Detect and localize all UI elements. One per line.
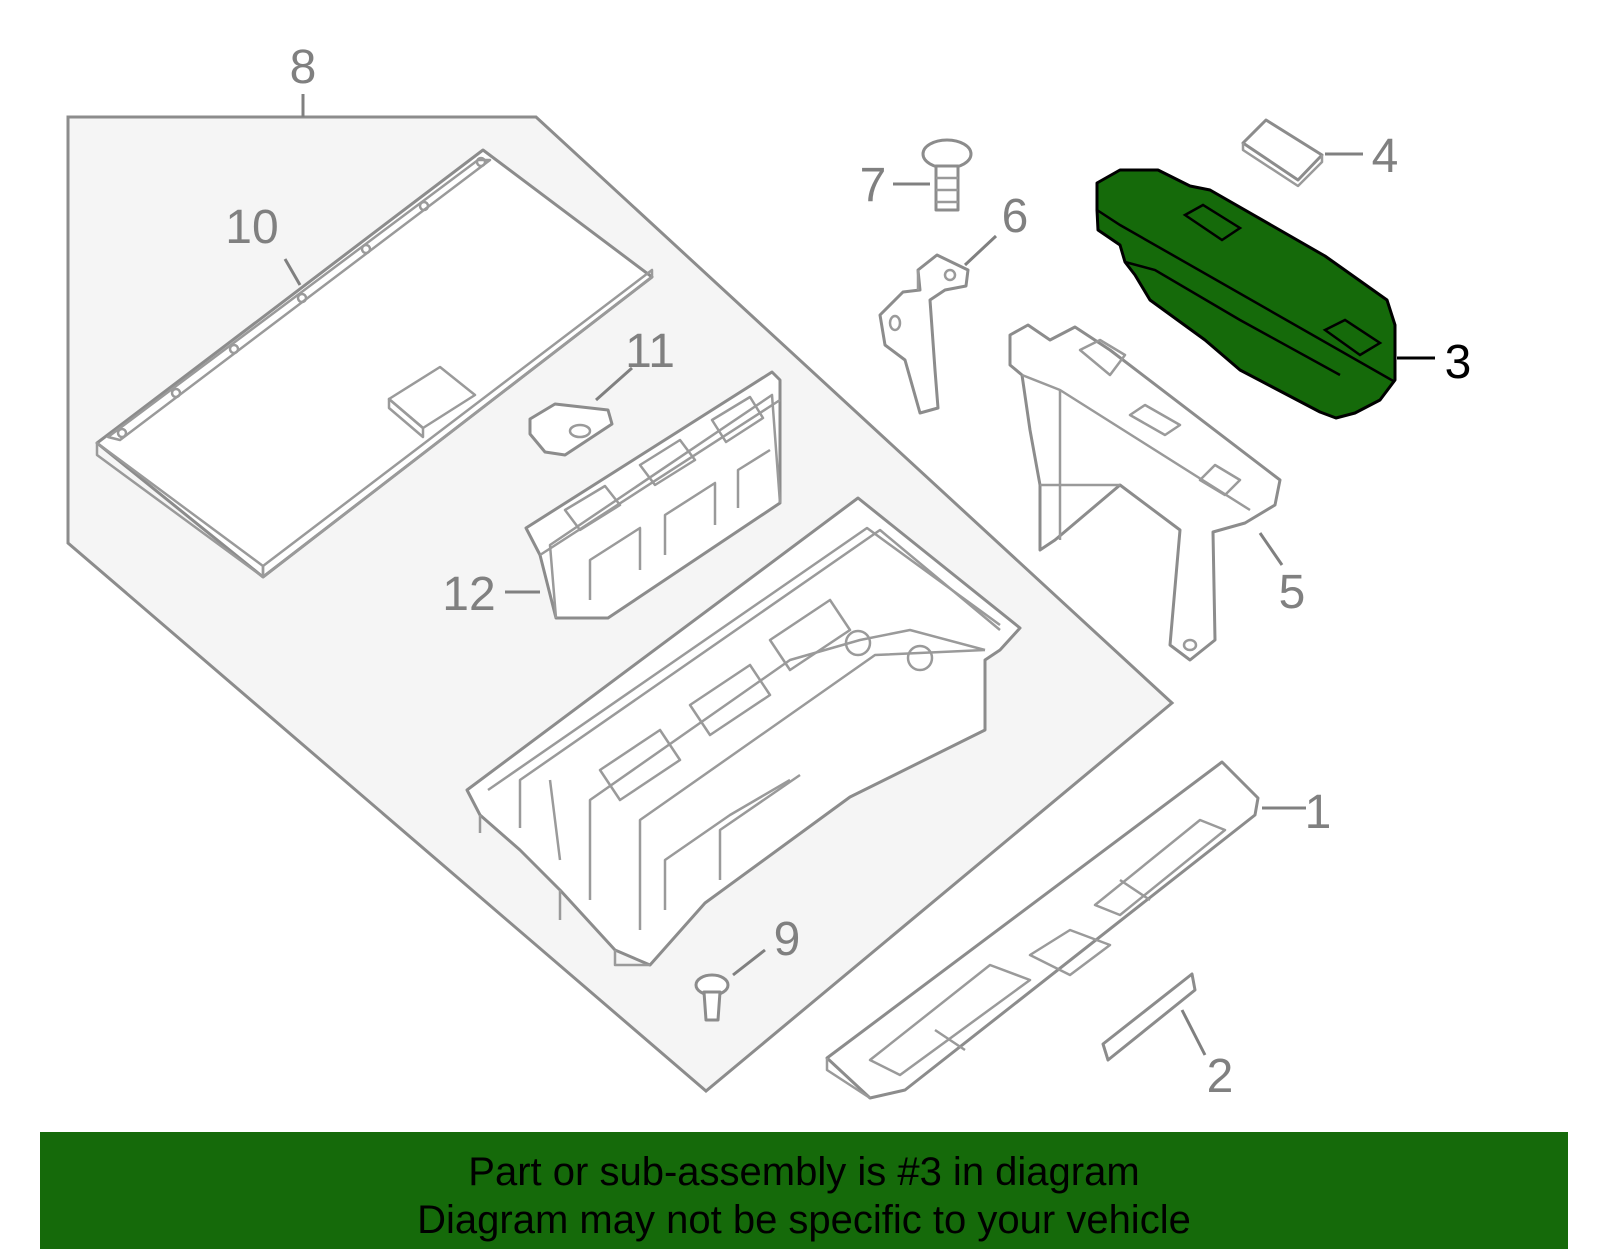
callout-10-label: 10 <box>225 201 278 254</box>
banner-line-1: Part or sub-assembly is #3 in diagram <box>468 1150 1140 1194</box>
part-9-pin[interactable]: 9 <box>694 913 801 1022</box>
part-6-bracket[interactable]: 6 <box>878 190 1029 415</box>
part-11-cap[interactable]: 11 <box>528 325 675 457</box>
part-12-divider[interactable]: 12 <box>442 370 782 621</box>
callout-8-label: 8 <box>290 41 317 94</box>
callout-6-leader <box>963 234 998 267</box>
part-5-frame[interactable]: 5 <box>1008 323 1306 662</box>
callout-11-label: 11 <box>625 325 675 378</box>
part-3-cover[interactable]: 3 <box>1095 168 1472 420</box>
callout-11-leader <box>595 366 633 402</box>
callout-2-leader <box>1180 1009 1207 1056</box>
callout-9-label: 9 <box>774 913 801 966</box>
part-7-bolt[interactable]: 7 <box>860 138 973 212</box>
callout-1-label: 1 <box>1305 786 1332 839</box>
part-10-panel[interactable]: 10 <box>95 148 654 579</box>
callout-9-leader <box>732 948 766 977</box>
part-1-sill[interactable]: 1 <box>825 760 1332 1100</box>
part-4-clip[interactable]: 4 <box>1241 118 1399 188</box>
callout-6-label: 6 <box>1002 190 1029 243</box>
part-2-strip[interactable]: 2 <box>1101 972 1234 1103</box>
callout-12-label: 12 <box>442 568 495 621</box>
callout-4-label: 4 <box>1372 130 1399 183</box>
part-8-tray[interactable] <box>465 496 1022 967</box>
callout-10-leader <box>283 258 302 286</box>
callout-2-label: 2 <box>1207 1050 1234 1103</box>
info-banner: Part or sub-assembly is #3 in diagram Di… <box>40 1132 1568 1249</box>
banner-line-2: Diagram may not be specific to your vehi… <box>417 1198 1191 1242</box>
callout-5-leader <box>1258 532 1284 566</box>
callout-7-label: 7 <box>860 159 887 212</box>
callout-3-label: 3 <box>1445 336 1472 389</box>
part-3-highlight <box>1095 168 1397 420</box>
callout-5-label: 5 <box>1279 566 1306 619</box>
